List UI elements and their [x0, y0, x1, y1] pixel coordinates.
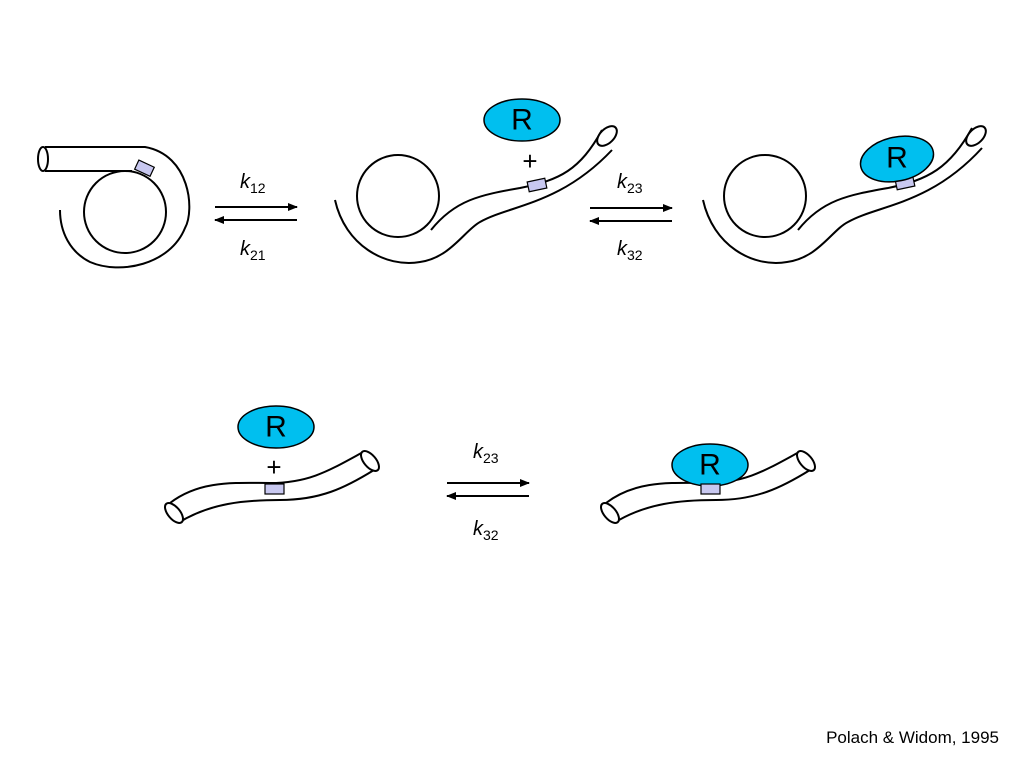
repressor-protein [237, 405, 315, 449]
dna-end-cap-left [164, 502, 184, 524]
histone-core [83, 170, 167, 254]
dna-outer-edge [334, 149, 613, 264]
plus-sign: + [522, 146, 537, 176]
repressor-label: R [886, 142, 908, 175]
naked-dna-free-repressor: R + [164, 405, 380, 524]
dna-end-cap-right [796, 450, 816, 472]
dna-end-cap-left [600, 502, 620, 524]
repressor-label: R [699, 449, 721, 482]
target-site [264, 483, 285, 495]
repressor-protein [859, 135, 935, 183]
dna-end-cap-right [360, 450, 380, 472]
dna-outer-edge [45, 146, 191, 269]
dna-upper-edge [169, 450, 366, 504]
dna-inner-edge [797, 127, 973, 231]
dna-end-cap [596, 125, 618, 147]
plus-sign: + [266, 452, 281, 482]
rate-label-k21: k21 [240, 238, 266, 263]
state2-unwrapped-free-repressor: R + [334, 98, 618, 264]
rate-label-k32: k32 [473, 518, 499, 543]
state3-repressor-bound: R [702, 125, 987, 264]
repressor-label: R [511, 104, 533, 137]
rate-label-k12: k12 [240, 171, 266, 196]
dna-lower-edge [177, 469, 375, 524]
rate-label-k32: k32 [617, 238, 643, 263]
citation: Polach & Widom, 1995 [826, 728, 999, 747]
dna-outer-edge [702, 147, 983, 264]
rate-label-k23: k23 [473, 441, 499, 466]
equilibrium-arrows-k23-k32-top: k23 k32 [589, 171, 673, 263]
target-site [526, 177, 548, 193]
equilibrium-arrows-k12-k21: k12 k21 [214, 171, 298, 263]
rate-label-k23: k23 [617, 171, 643, 196]
dna-inner-edge [430, 129, 603, 231]
histone-core [723, 154, 807, 238]
repressor-protein [483, 98, 561, 142]
repressor-label: R [265, 411, 287, 444]
state1-wrapped-nucleosome [37, 146, 191, 269]
target-site [133, 159, 156, 178]
equilibrium-arrows-k23-k32-bottom: k23 k32 [446, 441, 530, 543]
dna-end-cap [965, 125, 987, 147]
dna-end-cap [37, 146, 49, 172]
histone-core [356, 154, 440, 238]
target-site [700, 483, 721, 495]
dna-lower-edge [613, 469, 811, 524]
naked-dna-bound-repressor: R [600, 443, 816, 524]
